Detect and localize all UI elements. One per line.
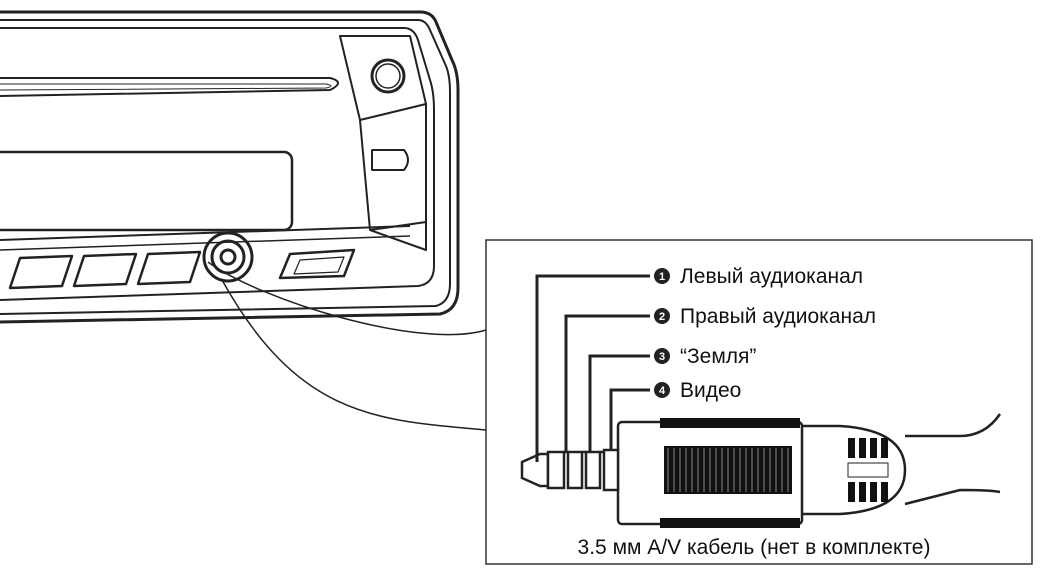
pin-number-badge: 4 bbox=[654, 382, 670, 398]
av-input-jack bbox=[202, 231, 254, 283]
pin-number: 1 bbox=[659, 271, 665, 283]
strain-relief bbox=[798, 424, 907, 516]
plug-body bbox=[616, 418, 804, 528]
pin-number: 3 bbox=[659, 351, 665, 363]
plug-tip bbox=[520, 448, 620, 492]
head-unit-panel bbox=[0, 10, 460, 324]
pin-number: 2 bbox=[659, 311, 665, 323]
pin-number-badge: 3 bbox=[654, 348, 670, 364]
pin-label-ground: “Земля” bbox=[680, 345, 756, 368]
pin-label-left-audio: Левый аудиоканал bbox=[680, 265, 863, 288]
cable-caption: 3.5 мм A/V кабель (нет в комплекте) bbox=[578, 536, 931, 559]
pin-label-video: Видео bbox=[680, 379, 741, 402]
pin-number-badge: 1 bbox=[654, 268, 670, 284]
zoom-callout-lines bbox=[207, 261, 487, 431]
pin-leader-lines bbox=[535, 274, 650, 462]
pin-label-right-audio: Правый аудиоканал bbox=[680, 305, 876, 328]
pin-number-badge: 2 bbox=[654, 308, 670, 324]
cable bbox=[904, 413, 1002, 506]
pin-number: 4 bbox=[659, 385, 666, 397]
